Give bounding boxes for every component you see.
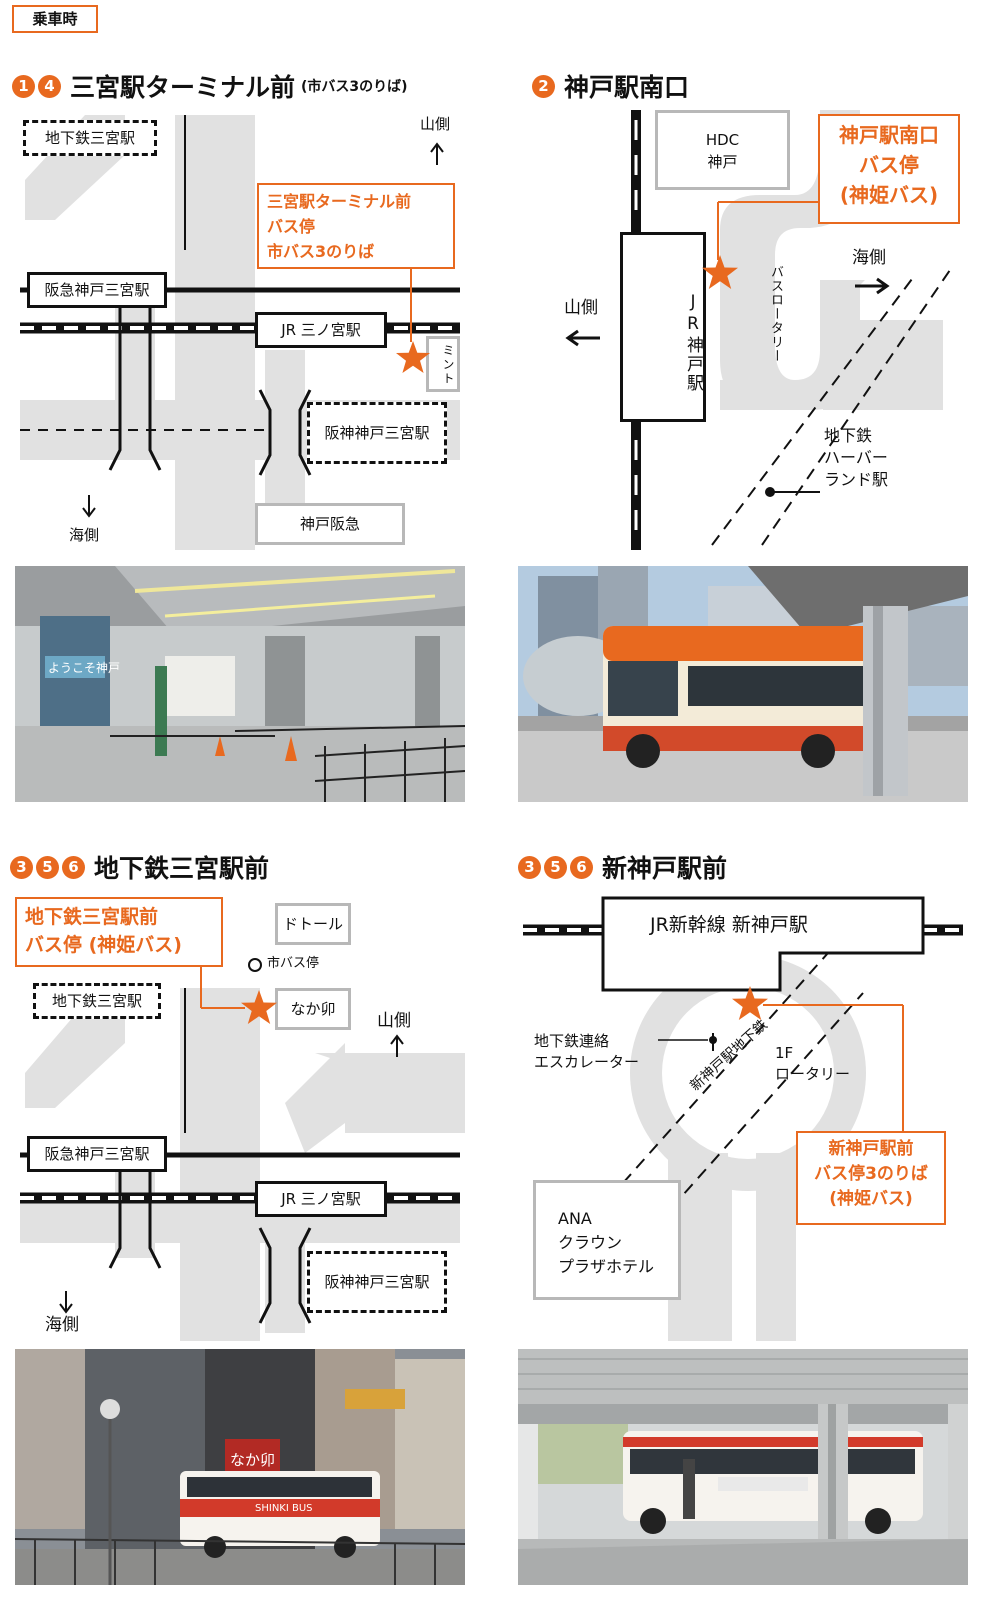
p2-heading: 2 神戸駅南口	[532, 68, 689, 104]
p2-stop-callout: 神戸駅南口 バス停 (神姫バス)	[818, 114, 960, 224]
number-badge: 6	[62, 855, 85, 879]
p3-nakau-box: なか卯	[275, 988, 351, 1030]
p3-subway-box: 地下鉄三宮駅	[33, 983, 161, 1019]
p3-citybus-label: 市バス停	[267, 956, 320, 971]
p1-title: 三宮駅ターミナル前	[70, 73, 296, 102]
p1-yama-label: 山側	[420, 115, 451, 133]
p3-photo: なか卯 SHINKI BUS	[15, 1349, 465, 1585]
p2-title: 神戸駅南口	[564, 73, 690, 102]
p4-escalator-label: 地下鉄連絡 エスカレーター	[534, 1032, 640, 1071]
bus-stop-star-icon	[732, 986, 768, 1020]
p3-heading: 3 5 6 地下鉄三宮駅前	[10, 849, 269, 885]
p2-harborland-label: 地下鉄 ハーバー ランド駅	[824, 426, 889, 489]
p1-hanshin-box: 阪神神戸三宮駅	[307, 402, 447, 464]
p2-jr-station-box: JR神戸駅	[620, 232, 706, 422]
p4-map: JR新幹線 新神戸駅 地下鉄連絡 エスカレーター 1F ロータリー 新神戸駅地下…	[518, 893, 968, 1341]
p2-umi-label: 海側	[852, 248, 886, 268]
p3-jr-box: JR 三ノ宮駅	[255, 1181, 387, 1217]
number-badge: 2	[532, 74, 555, 98]
p4-shinkansen-label: JR新幹線 新神戸駅	[650, 914, 808, 936]
p1-jr-box: JR 三ノ宮駅	[255, 312, 387, 348]
p4-photo	[518, 1349, 968, 1585]
p4-title: 新神戸駅前	[602, 854, 728, 883]
p3-hankyu-box: 阪急神戸三宮駅	[27, 1136, 167, 1172]
number-badge: 4	[38, 74, 61, 98]
number-badge: 1	[12, 74, 35, 98]
number-badge: 3	[10, 855, 33, 879]
number-badge: 6	[570, 855, 593, 879]
nakau-sign-text: なか卯	[230, 1451, 275, 1469]
p3-map: 地下鉄三宮駅前 バス停 (神姫バス) ドトール 市バス停 なか卯 地下鉄三宮駅 …	[15, 893, 465, 1341]
p3-title: 地下鉄三宮駅前	[94, 854, 270, 883]
p1-subtitle: (市バス3のりば)	[301, 79, 408, 95]
number-badge: 3	[518, 855, 541, 879]
p1-mint-box: ミント	[426, 336, 460, 392]
p3-hanshin-box: 阪神神戸三宮駅	[307, 1251, 447, 1313]
number-badge: 5	[544, 855, 567, 879]
p1-hankyu-box: 阪急神戸三宮駅	[27, 272, 167, 308]
p4-ana-box: ANA クラウン プラザホテル	[533, 1180, 681, 1300]
p1-stop-callout: 三宮駅ターミナル前 バス停 市バス3のりば	[257, 183, 455, 269]
p2-photo	[518, 566, 968, 802]
bus-stop-star-icon	[702, 255, 738, 289]
p4-heading: 3 5 6 新神戸駅前	[518, 849, 727, 885]
p1-photo: ようこそ神戸	[15, 566, 465, 802]
p1-heading: 1 4 三宮駅ターミナル前 (市バス3のりば)	[12, 68, 408, 104]
p3-doutor-box: ドトール	[275, 903, 351, 945]
p1-umi-label: 海側	[69, 526, 100, 544]
welcome-sign-text: ようこそ神戸	[48, 661, 120, 675]
p2-yama-label: 山側	[564, 298, 598, 318]
p2-rotary-label: バスロータリー	[768, 265, 783, 363]
p3-yama-label: 山側	[377, 1011, 411, 1031]
p1-subway-box: 地下鉄三宮駅	[23, 120, 157, 156]
p3-stop-callout: 地下鉄三宮駅前 バス停 (神姫バス)	[15, 897, 223, 967]
p2-map: HDC 神戸 JR神戸駅 バスロータリー 山側 海側 地下鉄 ハーバー ランド駅…	[520, 110, 970, 550]
number-badge: 5	[36, 855, 59, 879]
p3-umi-label: 海側	[45, 1315, 79, 1335]
p4-rotary-label: 1F ロータリー	[775, 1044, 851, 1083]
bus-brand-text: SHINKI BUS	[255, 1503, 313, 1514]
bus-stop-star-icon	[241, 990, 277, 1024]
bus-stop-star-icon	[396, 341, 430, 373]
p1-kobehankyu-box: 神戸阪急	[255, 503, 405, 545]
p4-stop-callout: 新神戸駅前 バス停3のりば (神姫バス)	[796, 1131, 946, 1225]
p1-map: 地下鉄三宮駅 阪急神戸三宮駅 JR 三ノ宮駅 ミント 阪神神戸三宮駅 神戸阪急 …	[15, 110, 465, 550]
p2-hdc-box: HDC 神戸	[655, 110, 790, 190]
boarding-tag: 乗車時	[12, 5, 98, 33]
